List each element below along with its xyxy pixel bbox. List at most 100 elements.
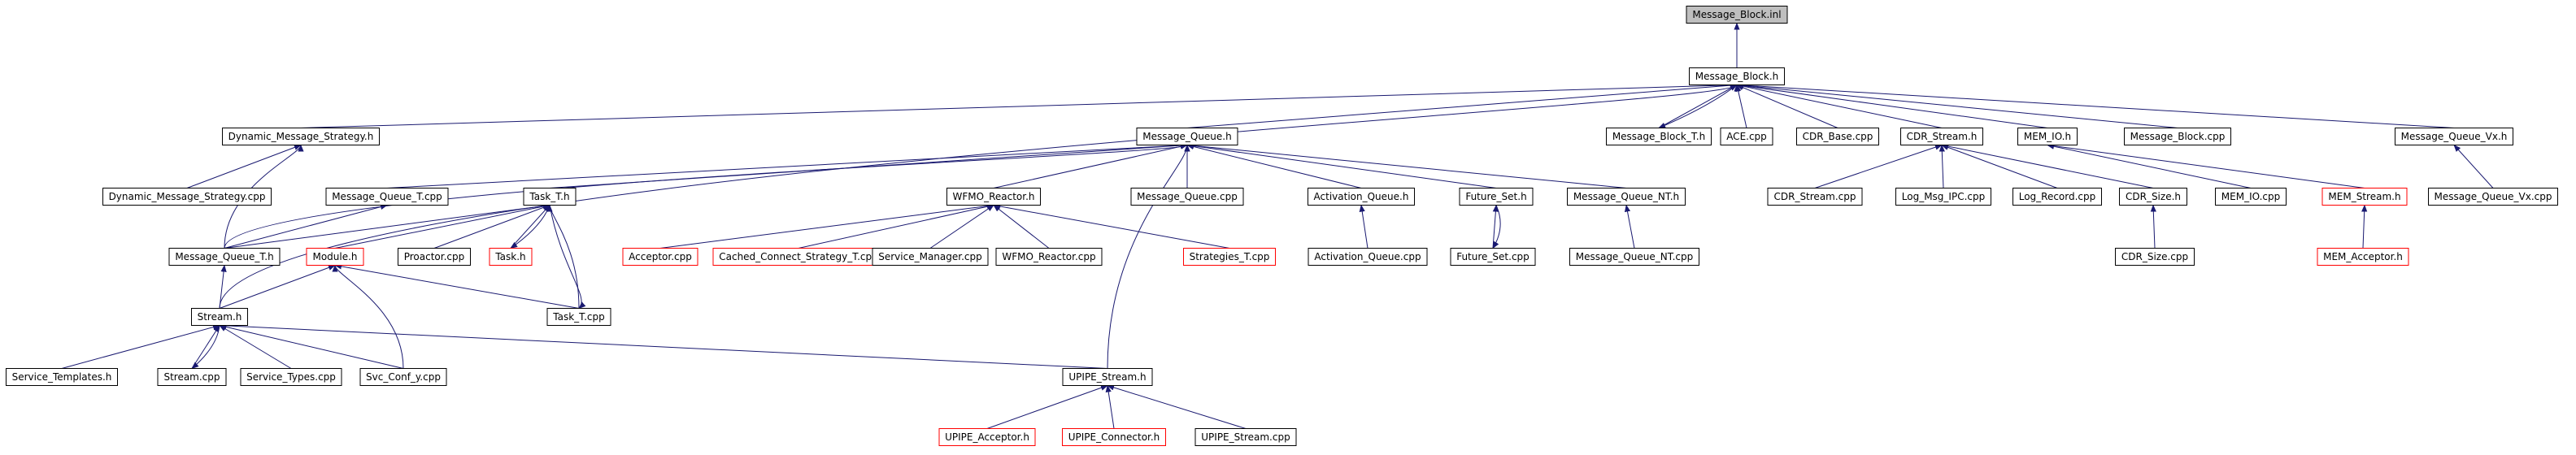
node-label: WFMO_Reactor.h <box>953 191 1035 202</box>
node-label: MEM_IO.h <box>2024 131 2071 142</box>
node-cached-connect-strategy-t-cpp[interactable]: Cached_Connect_Strategy_T.cpp <box>712 248 885 266</box>
edge-aqcpp-to-aq <box>1359 204 1368 249</box>
node-message-block-inl[interactable]: Message_Block.inl <box>1686 6 1788 24</box>
node-label: Message_Queue_T.cpp <box>332 191 442 202</box>
node-box <box>359 368 447 386</box>
node-service-manager-cpp[interactable]: Service_Manager.cpp <box>872 248 989 266</box>
node-task-t-h[interactable]: Task_T.h <box>523 188 577 206</box>
node-box <box>2119 188 2187 206</box>
node-message-queue-t-cpp[interactable]: Message_Queue_T.cpp <box>325 188 449 206</box>
node-label: CDR_Stream.h <box>1907 131 1978 142</box>
node-box <box>2395 128 2513 145</box>
node-label: Message_Queue_Vx.cpp <box>2435 191 2552 202</box>
node-box <box>168 248 281 266</box>
edge-svctmpl-to-streamh <box>61 324 220 369</box>
node-proactor-cpp[interactable]: Proactor.cpp <box>398 248 471 266</box>
node-label: Dynamic_Message_Strategy.cpp <box>109 191 266 202</box>
node-box <box>1459 188 1534 206</box>
edge-wfmo-to-mq <box>993 143 1188 188</box>
node-acceptor-cpp[interactable]: Acceptor.cpp <box>622 248 698 266</box>
node-box <box>1686 6 1788 24</box>
node-mem-acceptor-h[interactable]: MEM_Acceptor.h <box>2317 248 2409 266</box>
node-future-set-h[interactable]: Future_Set.h <box>1459 188 1534 206</box>
node-task-h[interactable]: Task.h <box>489 248 533 266</box>
edge-module-to-taskth <box>334 203 550 249</box>
node-mem-io-cpp[interactable]: MEM_IO.cpp <box>2215 188 2287 206</box>
node-upipe-stream-h[interactable]: UPIPE_Stream.h <box>1062 368 1153 386</box>
edge-fs-to-fscpp <box>1492 205 1501 249</box>
node-message-block-h[interactable]: Message_Block.h <box>1689 67 1785 85</box>
edge-upconn-to-upipe <box>1105 384 1115 429</box>
nodes-layer: Message_Block.inlMessage_Block.hDynamic_… <box>6 6 2558 446</box>
edge-upacc-to-upipe <box>986 384 1108 429</box>
node-service-types-cpp[interactable]: Service_Types.cpp <box>240 368 342 386</box>
node-box <box>622 248 698 266</box>
node-message-block-cpp[interactable]: Message_Block.cpp <box>2124 128 2231 145</box>
node-stream-cpp[interactable]: Stream.cpp <box>157 368 227 386</box>
node-log-msg-ipc-cpp[interactable]: Log_Msg_IPC.cpp <box>1895 188 1991 206</box>
node-message-queue-nt-cpp[interactable]: Message_Queue_NT.cpp <box>1569 248 1699 266</box>
node-message-queue-vx-cpp[interactable]: Message_Queue_Vx.cpp <box>2428 188 2558 206</box>
node-upipe-connector-h[interactable]: UPIPE_Connector.h <box>1062 428 1166 446</box>
node-message-block-t-h[interactable]: Message_Block_T.h <box>1606 128 1712 145</box>
node-activation-queue-h[interactable]: Activation_Queue.h <box>1308 188 1415 206</box>
edge-ace-to-mbh <box>1735 84 1747 128</box>
node-service-templates-h[interactable]: Service_Templates.h <box>6 368 118 386</box>
node-box <box>1183 248 1276 266</box>
node-wfmo-reactor-h[interactable]: WFMO_Reactor.h <box>946 188 1041 206</box>
node-cdr-stream-h[interactable]: CDR_Stream.h <box>1900 128 1983 145</box>
edge-fscpp-to-fs <box>1492 204 1499 249</box>
node-module-h[interactable]: Module.h <box>306 248 364 266</box>
node-mem-stream-h[interactable]: MEM_Stream.h <box>2321 188 2408 206</box>
node-label: WFMO_Reactor.cpp <box>1002 251 1095 262</box>
node-label: Service_Manager.cpp <box>878 251 982 262</box>
node-future-set-cpp[interactable]: Future_Set.cpp <box>1450 248 1536 266</box>
node-label: Message_Queue.cpp <box>1137 191 1238 202</box>
node-upipe-stream-cpp[interactable]: UPIPE_Stream.cpp <box>1194 428 1297 446</box>
node-label: Task_T.h <box>529 191 569 202</box>
node-dynamic-message-strategy-cpp[interactable]: Dynamic_Message_Strategy.cpp <box>102 188 272 206</box>
node-label: Message_Queue_NT.cpp <box>1576 251 1694 262</box>
edge-mqth-to-taskth <box>224 202 550 249</box>
node-mem-io-h[interactable]: MEM_IO.h <box>2017 128 2078 145</box>
node-log-record-cpp[interactable]: Log_Record.cpp <box>2012 188 2102 206</box>
node-dynamic-message-strategy-h[interactable]: Dynamic_Message_Strategy.h <box>222 128 380 145</box>
node-box <box>1130 188 1244 206</box>
node-label: UPIPE_Stream.cpp <box>1201 431 1290 443</box>
node-box <box>2017 128 2078 145</box>
node-label: Activation_Queue.h <box>1314 191 1409 202</box>
node-svc-conf-y-cpp[interactable]: Svc_Conf_y.cpp <box>359 368 447 386</box>
edge-cdrb-to-mbh <box>1736 84 1838 128</box>
node-task-t-cpp[interactable]: Task_T.cpp <box>546 308 611 326</box>
node-message-queue-vx-h[interactable]: Message_Queue_Vx.h <box>2395 128 2513 145</box>
node-label: Message_Block.inl <box>1692 9 1781 20</box>
node-wfmo-reactor-cpp[interactable]: WFMO_Reactor.cpp <box>995 248 1103 266</box>
node-ace-cpp[interactable]: ACE.cpp <box>1720 128 1773 145</box>
node-message-queue-t-h[interactable]: Message_Queue_T.h <box>168 248 281 266</box>
node-box <box>1606 128 1712 145</box>
node-cdr-base-cpp[interactable]: CDR_Base.cpp <box>1796 128 1879 145</box>
node-label: Module.h <box>312 251 357 262</box>
node-activation-queue-cpp[interactable]: Activation_Queue.cpp <box>1308 248 1428 266</box>
node-label: Strategies_T.cpp <box>1190 251 1270 262</box>
node-message-queue-nt-h[interactable]: Message_Queue_NT.h <box>1567 188 1686 206</box>
edge-streamh-to-mqth <box>219 264 227 309</box>
node-message-queue-h[interactable]: Message_Queue.h <box>1136 128 1238 145</box>
node-message-queue-cpp[interactable]: Message_Queue.cpp <box>1130 188 1244 206</box>
node-strategies-t-cpp[interactable]: Strategies_T.cpp <box>1183 248 1276 266</box>
node-label: Service_Templates.h <box>12 371 112 383</box>
edge-acceptor-to-wfmo <box>659 202 994 249</box>
node-label: UPIPE_Stream.h <box>1068 371 1146 383</box>
node-cdr-size-h[interactable]: CDR_Size.h <box>2119 188 2187 206</box>
node-box <box>1308 188 1415 206</box>
node-label: Activation_Queue.cpp <box>1314 251 1421 262</box>
node-label: Message_Block.cpp <box>2130 131 2226 142</box>
node-stream-h[interactable]: Stream.h <box>191 308 248 326</box>
node-cdr-size-cpp[interactable]: CDR_Size.cpp <box>2115 248 2195 266</box>
node-label: Proactor.cpp <box>404 251 465 262</box>
node-cdr-stream-cpp[interactable]: CDR_Stream.cpp <box>1767 188 1863 206</box>
node-label: Message_Queue_NT.h <box>1573 191 1679 202</box>
edge-mqvxcpp-to-mqvx <box>2453 144 2494 188</box>
node-upipe-acceptor-h[interactable]: UPIPE_Acceptor.h <box>938 428 1036 446</box>
